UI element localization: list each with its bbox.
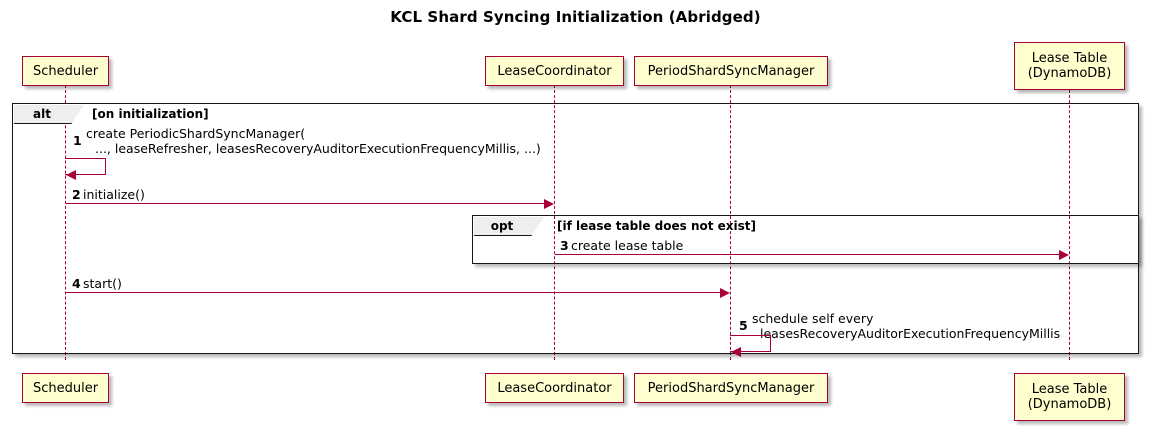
participant-periodshardsyncmanager-bottom[interactable]: PeriodShardSyncManager: [634, 373, 828, 403]
message-5-self-arrow: [730, 335, 771, 352]
opt-frame-condition: [if lease table does not exist]: [557, 219, 757, 233]
message-3-arrowhead: [1059, 249, 1069, 260]
participant-leasetable-top[interactable]: Lease Table (DynamoDB): [1014, 42, 1125, 90]
participant-scheduler-top-label: Scheduler: [32, 63, 99, 79]
participant-leasetable-bottom-label: Lease Table (DynamoDB): [1027, 382, 1112, 412]
message-1-line2: ..., leaseRefresher, leasesRecoveryAudit…: [95, 141, 541, 156]
lifeline-leasetable: [1069, 90, 1070, 360]
message-4-line: [66, 292, 728, 293]
participant-scheduler-bottom[interactable]: Scheduler: [22, 373, 109, 403]
participant-leasecoordinator-bottom-label: LeaseCoordinator: [497, 380, 612, 396]
participant-leasetable-bottom[interactable]: Lease Table (DynamoDB): [1014, 373, 1125, 421]
alt-frame-tab: alt: [13, 104, 84, 124]
page-title: KCL Shard Syncing Initialization (Abridg…: [390, 8, 761, 26]
message-3-number: 3: [560, 238, 569, 253]
participant-scheduler-top[interactable]: Scheduler: [22, 56, 109, 86]
message-1-arrowhead: [66, 170, 76, 180]
message-5-arrowhead: [731, 347, 741, 357]
participant-leasecoordinator-top-label: LeaseCoordinator: [497, 63, 612, 79]
message-3-line: [555, 254, 1061, 255]
participant-leasecoordinator-top[interactable]: LeaseCoordinator: [485, 56, 624, 86]
message-1-line1: create PeriodicShardSyncManager(: [86, 126, 306, 141]
message-2-number: 2: [72, 187, 81, 202]
message-2-line: [66, 203, 552, 204]
alt-frame-condition: [on initialization]: [92, 107, 209, 121]
message-1-number: 1: [73, 133, 82, 148]
participant-periodshardsyncmanager-bottom-label: PeriodShardSyncManager: [647, 380, 815, 396]
opt-frame-tab: opt: [473, 216, 544, 236]
lifeline-scheduler: [65, 85, 66, 360]
message-4-arrowhead: [720, 287, 730, 298]
message-1-self-arrow: [65, 158, 106, 175]
participant-leasecoordinator-bottom[interactable]: LeaseCoordinator: [485, 373, 624, 403]
participant-periodshardsyncmanager-top[interactable]: PeriodShardSyncManager: [634, 56, 828, 86]
message-4-line1: start(): [83, 276, 122, 291]
lifeline-periodshardsyncmanager: [730, 85, 731, 360]
message-5-number: 5: [739, 318, 748, 333]
message-4-number: 4: [72, 276, 81, 291]
message-2-line1: initialize(): [83, 187, 145, 202]
message-2-arrowhead: [544, 198, 554, 209]
message-5-line1: schedule self every: [752, 311, 874, 326]
message-5-line2: leasesRecoveryAuditorExecutionFrequencyM…: [760, 326, 1061, 341]
participant-periodshardsyncmanager-top-label: PeriodShardSyncManager: [647, 63, 815, 79]
opt-frame: [472, 215, 1139, 264]
participant-scheduler-bottom-label: Scheduler: [32, 380, 99, 396]
message-3-line1: create lease table: [571, 238, 684, 253]
lifeline-leasecoordinator: [554, 85, 555, 360]
participant-leasetable-top-label: Lease Table (DynamoDB): [1027, 51, 1112, 81]
